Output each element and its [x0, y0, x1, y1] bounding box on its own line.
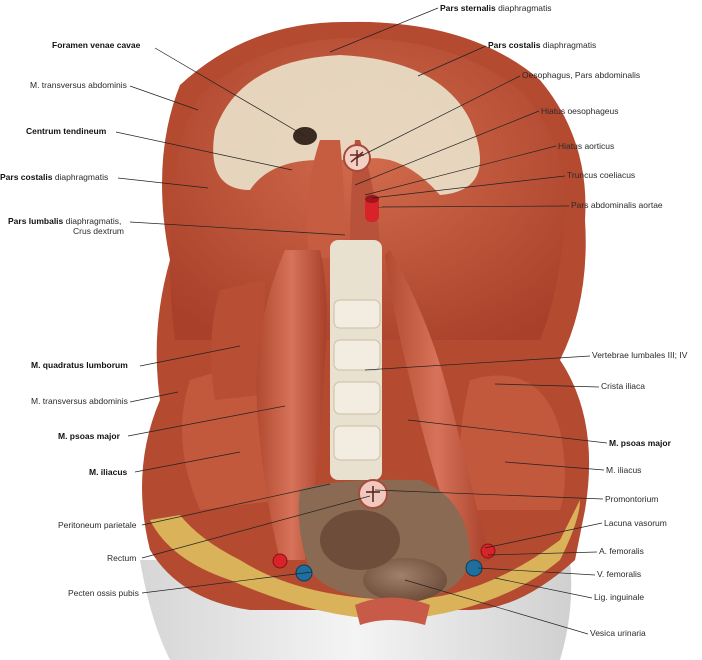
label-hiatus-oesophageus: Hiatus oesophageus [541, 106, 619, 116]
label-promontorium: Promontorium [605, 494, 659, 504]
label-m-iliacus-left: M. iliacus [89, 467, 128, 477]
label-v-femoralis: V. femoralis [597, 569, 642, 579]
leader-lines [115, 7, 608, 635]
m-psoas-major-left [256, 250, 327, 560]
femoral-vessels-right [465, 543, 496, 577]
label-vesica-urinaria: Vesica urinaria [590, 628, 646, 638]
label-m-iliacus-right: M. iliacus [606, 465, 642, 475]
m-psoas-major-right [385, 250, 490, 565]
label-crus-dextrum: Crus dextrum [73, 226, 125, 236]
label-pecten-ossis-pubis: Pecten ossis pubis [68, 588, 139, 598]
label-peritoneum-parietale: Peritoneum parietale [58, 520, 137, 530]
label-pars-abdominalis-aortae: Pars abdominalis aortae [571, 200, 663, 210]
label-lacuna-vasorum: Lacuna vasorum [604, 518, 667, 528]
label-vertebrae-lumbales: Vertebrae lumbales III; IV [592, 350, 688, 360]
label-foramen-venae-cavae: Foramen venae cavae [52, 40, 141, 50]
pecten-ossis-pubis [150, 500, 580, 620]
label-pars-costalis-right: Pars costalis diaphragmatis [488, 40, 597, 50]
lumbar-vertebrae [330, 240, 382, 480]
centrum-tendineum [213, 55, 480, 195]
label-m-psoas-major-left: M. psoas major [58, 431, 120, 441]
label-pars-lumbalis: Pars lumbalis diaphragmatis, [8, 216, 122, 226]
label-pars-costalis-left: Pars costalis diaphragmatis [0, 172, 109, 182]
m-quadratus-lumborum [211, 280, 265, 400]
label-hiatus-aorticus: Hiatus aorticus [558, 141, 615, 151]
label-oesophagus: Oesophagus, Pars abdominalis [522, 70, 641, 80]
crus-dextrum [306, 140, 345, 260]
label-pars-sternalis: Pars sternalis diaphragmatis [440, 3, 552, 13]
label-rectum: Rectum [107, 553, 137, 563]
aorta [365, 195, 379, 222]
label-a-femoralis: A. femoralis [599, 546, 644, 556]
label-crista-iliaca: Crista iliaca [601, 381, 645, 391]
label-m-transversus-abdominis-lower: M. transversus abdominis [31, 396, 128, 406]
m-iliacus-right [458, 375, 565, 510]
label-m-transversus-abdominis-upper: M. transversus abdominis [30, 80, 127, 90]
label-m-psoas-major-right: M. psoas major [609, 438, 671, 448]
label-m-quadratus-lumborum: M. quadratus lumborum [31, 360, 128, 370]
label-centrum-tendineum: Centrum tendineum [26, 126, 107, 136]
label-lig-inguinale: Lig. inguinale [594, 592, 645, 602]
m-iliacus-left [182, 360, 280, 510]
label-truncus-coeliacus: Truncus coeliacus [567, 170, 636, 180]
